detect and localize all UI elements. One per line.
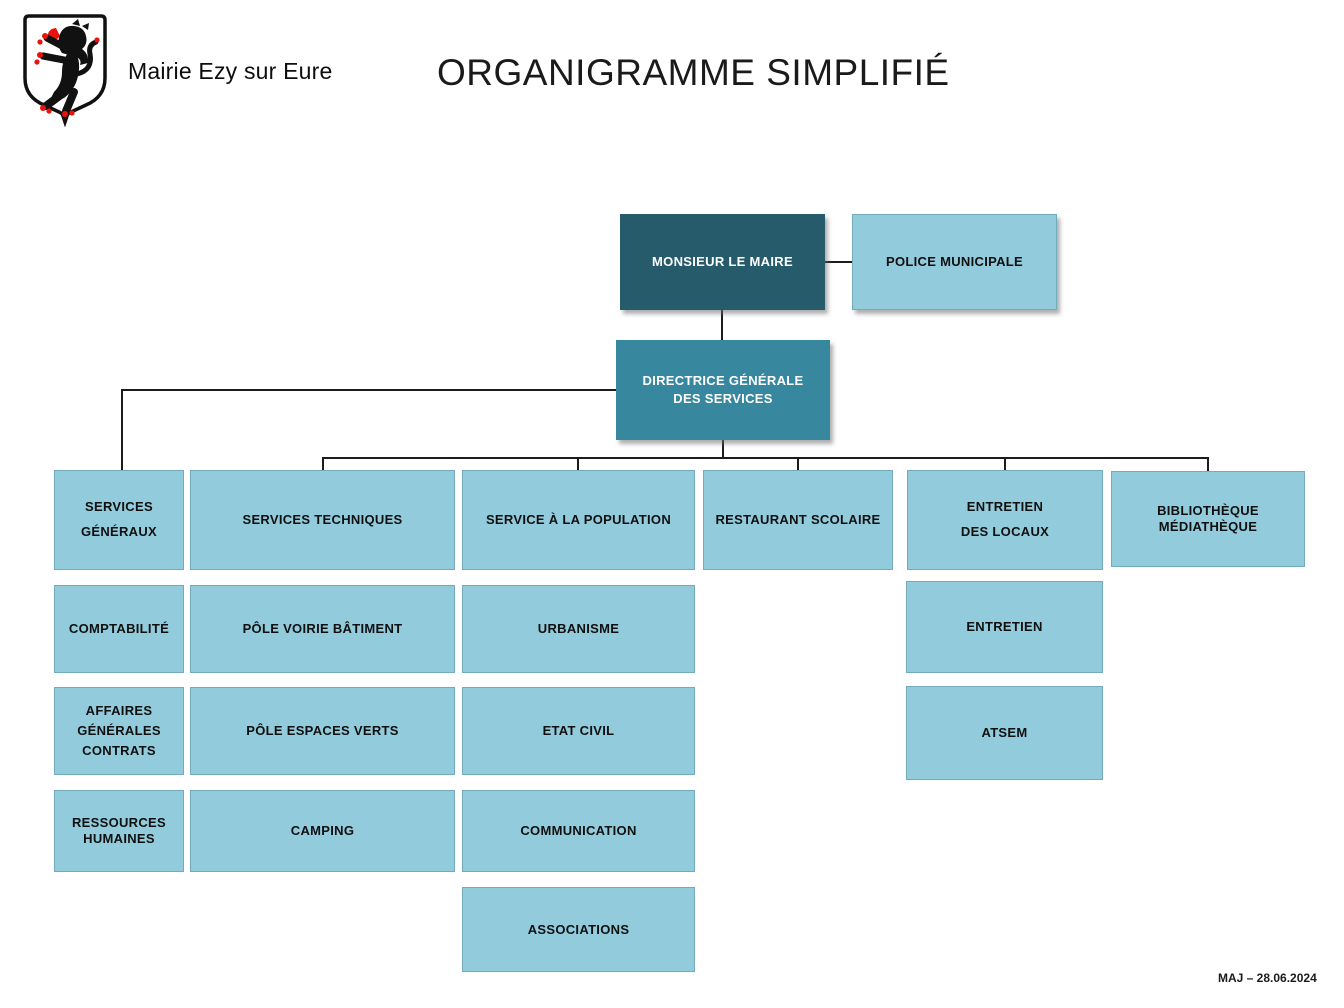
node-associations: ASSOCIATIONS: [462, 887, 695, 972]
node-directrice-generale-des-services: DIRECTRICE GÉNÉRALE DES SERVICES: [616, 340, 830, 440]
node-police-municipale: POLICE MUNICIPALE: [852, 214, 1057, 310]
node-bibliotheque-mediatheque: BIBLIOTHÈQUE MÉDIATHÈQUE: [1111, 471, 1305, 567]
connector-director-bus-drop: [722, 440, 724, 458]
lion-icon: [34, 19, 100, 117]
node-atsem: ATSEM: [906, 686, 1103, 780]
shield-icon: [23, 14, 107, 128]
node-restaurant-scolaire: RESTAURANT SCOLAIRE: [703, 470, 893, 570]
node-entretien: ENTRETIEN: [906, 581, 1103, 673]
connector-stub-bibliotheque: [1207, 457, 1209, 471]
node-urbanisme: URBANISME: [462, 585, 695, 673]
node-comptabilite: COMPTABILITÉ: [54, 585, 184, 673]
connector-stub-restaurant-scolaire: [797, 457, 799, 471]
node-communication: COMMUNICATION: [462, 790, 695, 872]
node-ressources-humaines: RESSOURCES HUMAINES: [54, 790, 184, 872]
node-entretien-des-locaux: ENTRETIEN DES LOCAUX: [907, 470, 1103, 570]
node-etat-civil: ETAT CIVIL: [462, 687, 695, 775]
node-monsieur-le-maire: MONSIEUR LE MAIRE: [620, 214, 825, 310]
node-affaires-generales-contrats: AFFAIRES GÉNÉRALES CONTRATS: [54, 687, 184, 775]
organization-name: Mairie Ezy sur Eure: [128, 58, 333, 84]
node-pole-espaces-verts: PÔLE ESPACES VERTS: [190, 687, 455, 775]
connector-stub-service-population: [577, 457, 579, 471]
last-updated-date: MAJ – 28.06.2024: [1218, 971, 1317, 985]
ezy-coat-of-arms-logo: [20, 12, 110, 128]
page-title: ORGANIGRAMME SIMPLIFIÉ: [437, 52, 950, 93]
connector-stub-entretien-locaux: [1004, 457, 1006, 471]
connector-mayor-director: [721, 310, 723, 340]
connector-departments-bus: [322, 457, 1209, 459]
connector-mayor-police: [825, 261, 852, 263]
node-camping: CAMPING: [190, 790, 455, 872]
node-service-a-la-population: SERVICE À LA POPULATION: [462, 470, 695, 570]
node-pole-voirie-batiment: PÔLE VOIRIE BÂTIMENT: [190, 585, 455, 673]
connector-services-generaux-drop: [121, 389, 123, 470]
connector-stub-services-techniques: [322, 457, 324, 471]
connector-director-services-generaux-horizontal: [121, 389, 616, 391]
node-services-techniques: SERVICES TECHNIQUES: [190, 470, 455, 570]
node-services-generaux: SERVICES GÉNÉRAUX: [54, 470, 184, 570]
